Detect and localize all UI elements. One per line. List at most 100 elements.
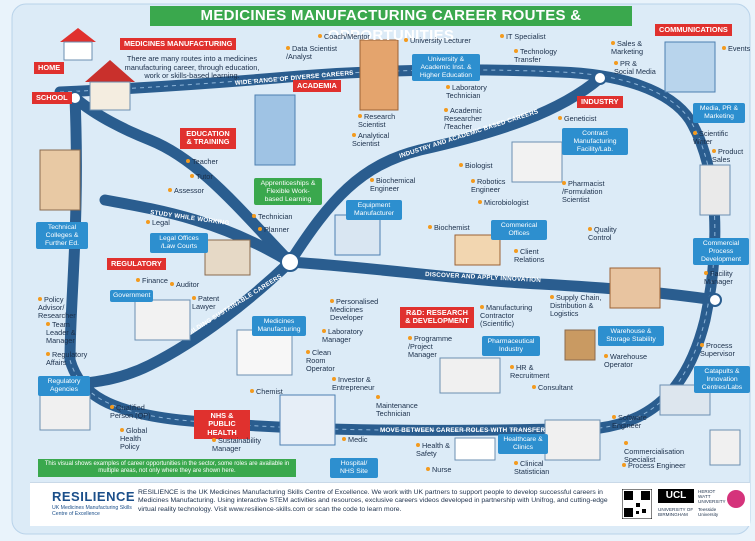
role-manufacturing-contractor: Manufacturing Contractor (Scientific) [480,303,542,329]
disclaimer: This visual shows examples of career opp… [38,459,296,477]
role-software-engineer: Software Engineer [612,413,652,430]
role-scientific-writer: Scientific Writer [693,129,733,146]
role-assessor: Assessor [168,186,204,195]
role-events: Events [722,44,750,53]
role-process-engineer: Process Engineer [622,461,686,470]
role-laboratory-technician: Laboratory Technician [446,83,498,100]
role-product-sales: Product Sales [712,147,746,164]
role-health-safety: Health & Safety [416,441,454,458]
place-equipment-manufacturer: Equipment Manufacturer [346,200,402,220]
role-facility-manager: Facility Manager [704,269,742,286]
role-academic-researcher: Academic Researcher /Teacher [444,106,498,132]
role-planner: Planner [258,225,289,234]
role-biochemist: Biochemist [428,223,470,232]
role-commercialisation: Commercialisation Specialist [624,440,688,465]
birmingham-logo: UNIVERSITY OF BIRMINGHAM [658,507,694,517]
heriot-watt-logo: HERIOT WATT UNIVERSITY [698,489,726,504]
role-maintenance-technician: Maintenance Technician [376,394,422,419]
ucl-logo: UCL [658,489,694,503]
role-it-specialist: IT Specialist [500,32,546,41]
place-legal-offices: Legal Offices /Law Courts [150,233,208,253]
junction-centre [280,252,300,272]
section-rd: R&D: RESEARCH & DEVELOPMENT [400,307,474,328]
place-commercial-offices: Commerical Offices [491,220,547,240]
role-finance: Finance [136,276,168,285]
role-hr-recruitment: HR & Recruitment [510,363,554,380]
section-industry: INDUSTRY [577,96,623,109]
place-catapults: Catapults & Innovation Centres/Labs [694,366,750,394]
role-client-relations: Client Relations [514,247,550,264]
role-warehouse-operator: Warehouse Operator [604,352,650,369]
role-process-supervisor: Process Supervisor [700,341,744,358]
role-quality-control: Quality Control [588,225,626,242]
footer: RESILIENCE UK Medicines Manufacturing Sk… [30,482,750,526]
place-hospital: Hospital/ NHS Site [330,458,378,478]
role-biologist: Biologist [459,161,493,170]
role-coach-mentor: Coach/Mentor [318,32,370,41]
section-home: HOME [34,62,65,75]
role-biochemical-engineer: Biochemical Engineer [370,176,420,193]
place-pharmaceutical-industry: Pharmaceutical Industry [482,336,540,356]
resilience-subtitle: UK Medicines Manufacturing Skills Centre… [52,505,132,517]
footer-text: RESILIENCE is the UK Medicines Manufactu… [138,489,608,513]
section-medicines-manufacturing: MEDICINES MANUFACTURING [120,38,237,51]
place-contract-manufacturing: Contract Manufacturing Facility/Lab. [562,128,628,156]
section-nhs: NHS & PUBLIC HEALTH [194,410,250,440]
role-laboratory-manager: Laboratory Manager [322,327,366,344]
role-chemist: Chemist [250,387,283,396]
role-robotics-engineer: Robotics Engineer [471,177,515,194]
place-apprenticeships: Apprenticeships & Flexible Work-based Le… [254,178,322,206]
section-academia: ACADEMIA [293,80,341,93]
role-sustainability-manager: Sustainability Manager [212,436,272,453]
role-tutor: Tutor [190,172,213,181]
place-commercial-process: Commercial Process Development [693,238,749,266]
role-pharmacist: Pharmacist /Formulation Scientist [562,179,618,205]
role-global-health: Global Health Policy [120,426,154,452]
role-consultant: Consultant [532,383,573,392]
teesside-logo: Teesside University [698,507,719,517]
role-technology-transfer: Technology Transfer [514,47,564,64]
role-personalised-medicines: Personalised Medicines Developer [330,297,390,323]
role-analytical-scientist: Analytical Scientist [352,131,398,148]
role-university-lecturer: University Lecturer [404,36,471,45]
role-research-scientist: Research Scientist [358,112,404,129]
role-legal: Legal [146,218,170,227]
role-medic: Medic [342,435,367,444]
place-healthcare-clinics: Healthcare & Clinics [498,434,548,454]
role-nurse: Nurse [426,465,451,474]
role-clean-room: Clean Room Operator [306,348,350,374]
road-label-move-between: MOVE BETWEEN CAREER ROLES WITH TRANSFERA… [380,427,589,434]
place-government: Government [110,290,154,302]
role-investor: Investor & Entrepreneur [332,375,384,392]
role-programme-manager: Programme /Project Manager [408,334,458,360]
role-regulatory-affairs: Regulatory Affairs [46,350,92,367]
role-sales-marketing: Sales & Marketing [611,39,651,56]
section-communications: COMMUNICATIONS [655,24,732,37]
place-medicines-manufacturing: Medicines Manufacturing [252,316,306,336]
place-regulatory-agencies: Regulatory Agencies [38,376,90,396]
role-data-scientist: Data Scientist /Analyst [286,44,350,61]
role-qualified-person: Qualified Person (QP) [110,403,154,420]
role-technician: Technician [252,212,292,221]
resilience-logo: RESILIENCE [52,489,136,504]
role-team-leader: Team Leader & Manager [46,320,92,346]
intro-text: There are many routes into a medicines m… [124,54,260,81]
qr-code-icon[interactable] [622,489,652,519]
building-illustrations [39,28,741,466]
junction-e [708,293,722,307]
role-microbiologist: Microbiologist [478,198,529,207]
place-university: University & Academic Inst. & Higher Edu… [412,54,480,82]
section-regulatory: REGULATORY [107,258,166,271]
page-title: MEDICINES MANUFACTURING CAREER ROUTES & … [150,6,632,44]
role-clinical-statistician: Clinical Statistician [514,459,554,476]
section-school: SCHOOL [32,92,72,105]
place-technical-colleges: Technical Colleges & Further Ed. [36,222,88,250]
junction-ne [593,71,607,85]
role-auditor: Auditor [170,280,199,289]
role-geneticist: Geneticist [558,114,596,123]
role-supply-chain: Supply Chain, Distribution & Logistics [550,293,612,319]
section-education-training: EDUCATION & TRAINING [180,128,236,149]
role-teacher: Teacher [186,157,218,166]
role-policy-advisor: Policy Advisor/ Researcher [38,295,88,321]
